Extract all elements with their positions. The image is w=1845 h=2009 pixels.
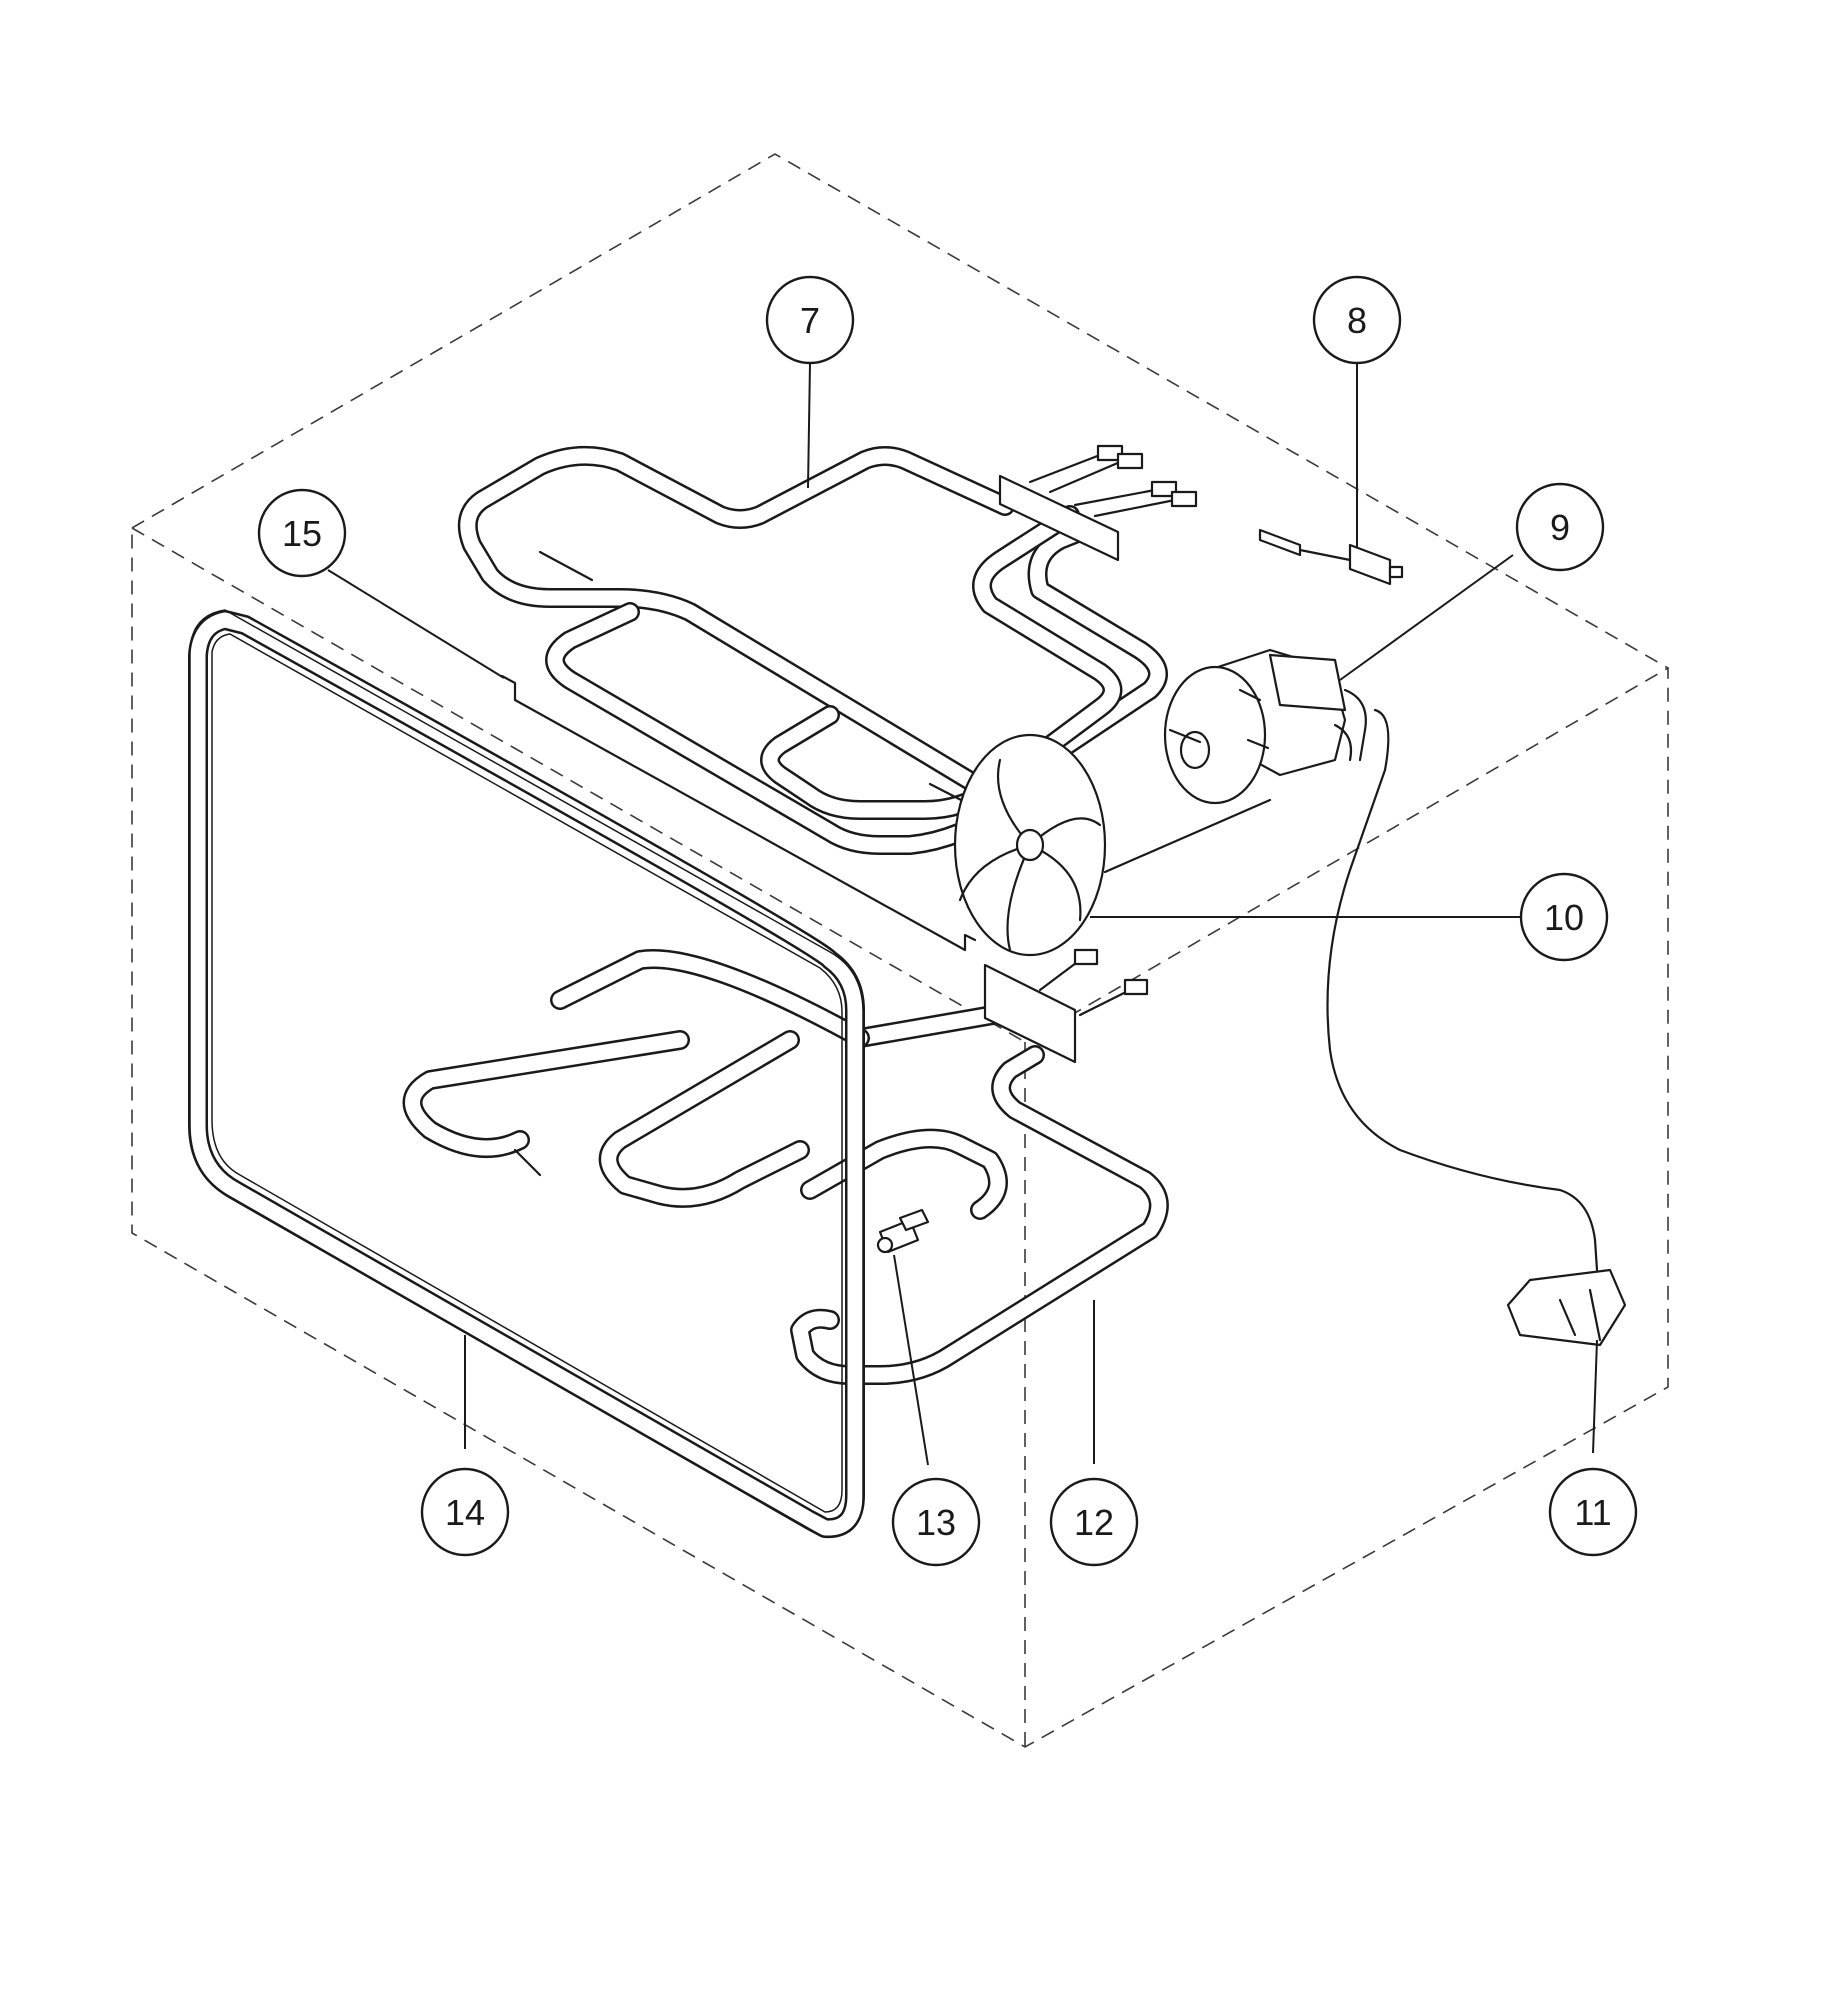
fan-motor xyxy=(1103,648,1367,874)
leader-13 xyxy=(893,1254,929,1466)
cavity-outline xyxy=(131,153,1669,1748)
support-rod xyxy=(500,674,977,952)
callout-label: 13 xyxy=(916,1502,956,1543)
callout-13: 13 xyxy=(891,1477,981,1567)
callout-label: 10 xyxy=(1544,897,1584,938)
lower-heating-element xyxy=(402,948,1169,1385)
callout-bubbles: 7 8 9 10 11 12 13 14 xyxy=(257,275,1638,1567)
callout-15: 15 xyxy=(257,488,347,578)
callout-11: 11 xyxy=(1548,1467,1638,1557)
callout-12: 12 xyxy=(1049,1477,1139,1567)
fan-blade xyxy=(953,733,1107,957)
lamp-holder xyxy=(876,1208,930,1254)
leader-15 xyxy=(327,569,505,679)
callout-label: 12 xyxy=(1074,1502,1114,1543)
callout-14: 14 xyxy=(420,1467,510,1557)
leader-7 xyxy=(807,362,811,489)
callout-9: 9 xyxy=(1515,482,1605,572)
callout-10: 10 xyxy=(1519,872,1609,962)
leader-lines xyxy=(327,362,1598,1466)
lamp-cover xyxy=(1326,708,1627,1347)
callout-7: 7 xyxy=(765,275,855,365)
callout-8: 8 xyxy=(1312,275,1402,365)
callout-label: 14 xyxy=(445,1492,485,1533)
leader-11 xyxy=(1592,1339,1598,1454)
callout-label: 7 xyxy=(800,300,820,341)
thermal-switch xyxy=(1258,528,1404,586)
door-gasket xyxy=(188,609,865,1539)
callout-label: 15 xyxy=(282,513,322,554)
leader-9 xyxy=(1339,554,1514,681)
callout-label: 11 xyxy=(1574,1492,1611,1533)
callout-label: 9 xyxy=(1550,507,1570,548)
callout-label: 8 xyxy=(1347,300,1367,341)
